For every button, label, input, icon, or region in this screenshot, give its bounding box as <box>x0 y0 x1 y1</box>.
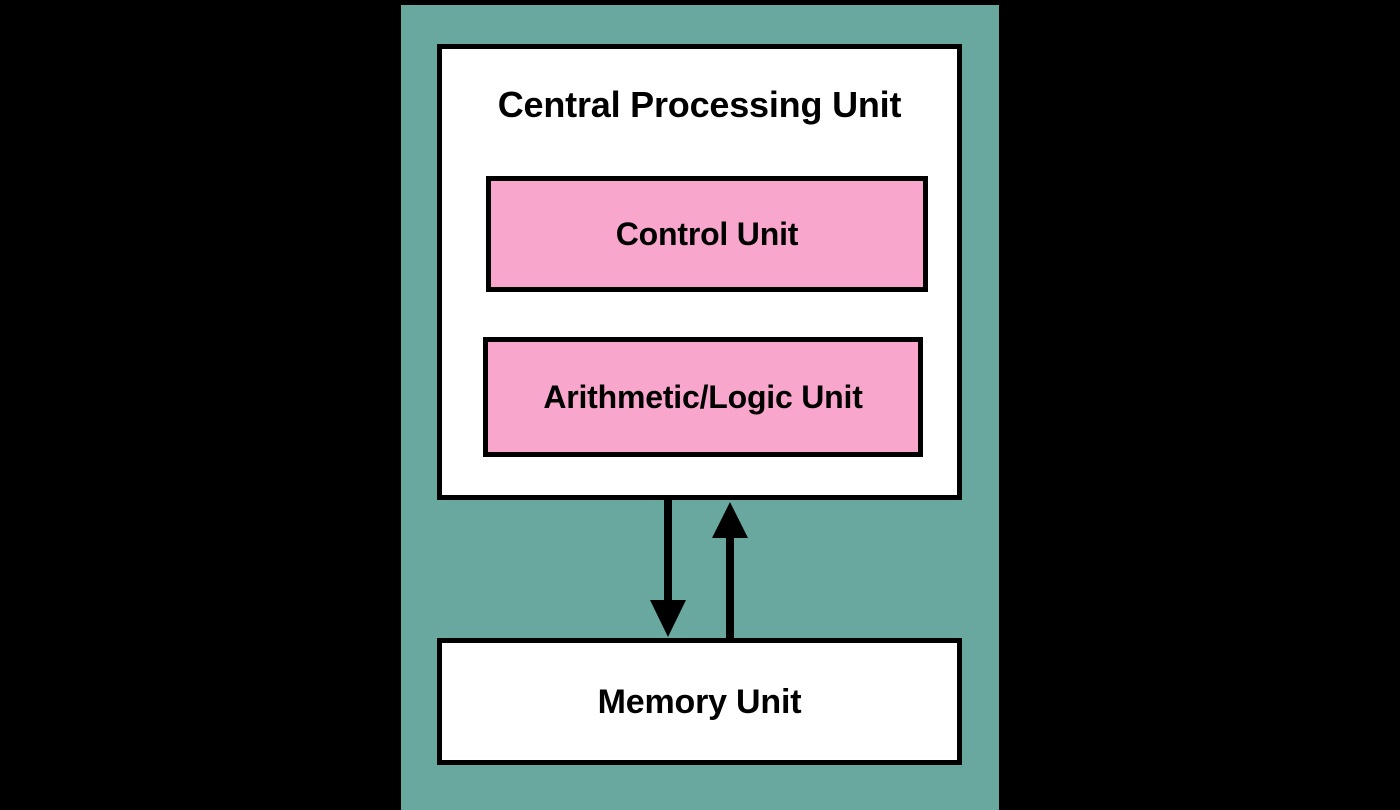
memory-unit-box[interactable]: Memory Unit <box>437 638 962 765</box>
arithmetic-logic-unit-label: Arithmetic/Logic Unit <box>543 379 863 415</box>
control-unit-label: Control Unit <box>615 216 799 252</box>
memory-unit-label: Memory Unit <box>597 682 802 721</box>
cpu-box[interactable]: Central Processing Unit Control Unit Ari… <box>437 44 962 500</box>
cpu-title: Central Processing Unit <box>497 84 902 125</box>
arithmetic-logic-unit-box[interactable]: Arithmetic/Logic Unit <box>483 337 923 457</box>
control-unit-box[interactable]: Control Unit <box>486 176 928 292</box>
